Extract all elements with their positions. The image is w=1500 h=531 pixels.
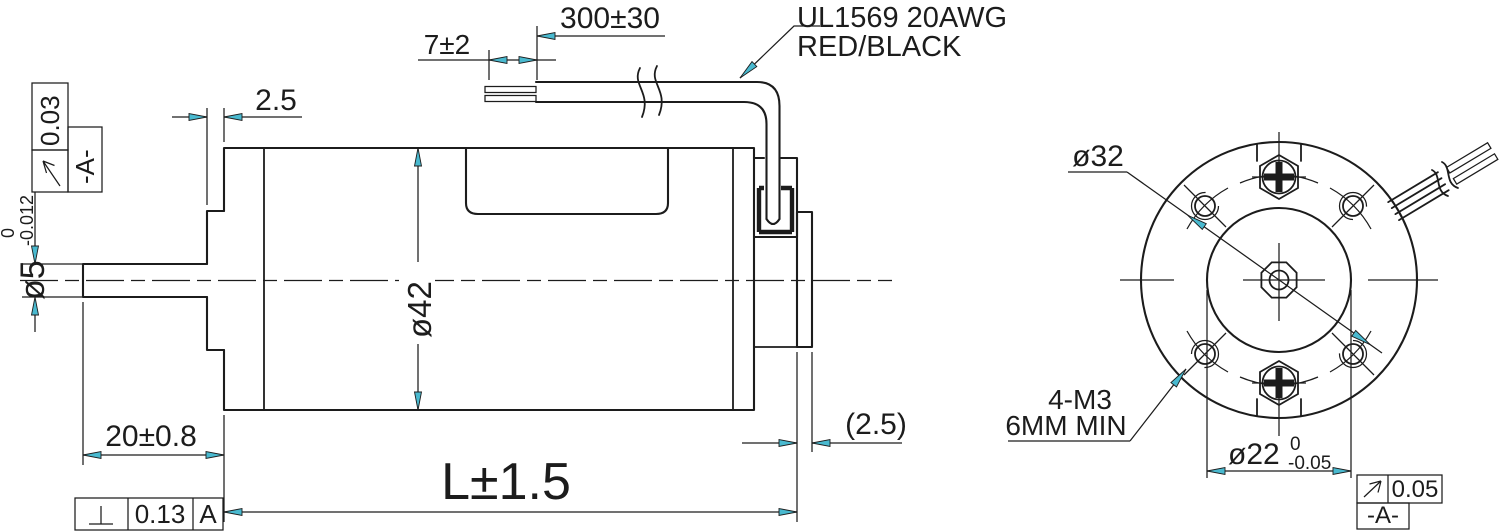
body-outer-circle xyxy=(1139,140,1419,420)
phillips-icon xyxy=(1264,368,1294,398)
dim-lead-length: 300±30 xyxy=(536,2,665,41)
holes-label: 4-M3 6MM MIN xyxy=(1005,368,1187,442)
wire-conductor-tip xyxy=(484,94,537,103)
shaft-runout-value: 0.03 xyxy=(35,95,65,146)
dim-body-diameter: ø42 xyxy=(399,147,438,411)
m3-hole xyxy=(1331,184,1375,228)
wire-conductor-tip xyxy=(1445,141,1492,174)
dim-bolt-circle-label: ø32 xyxy=(1072,140,1124,173)
dim-strip-length-label: 7±2 xyxy=(424,29,471,60)
m3-hole xyxy=(1183,184,1227,228)
dim-rear-boss-label: (2.5) xyxy=(845,408,907,441)
shaft-runout-datum: -A- xyxy=(70,149,100,184)
shaft-tol-lower: -0.012 xyxy=(17,195,37,246)
lead-spec-label: UL1569 20AWG RED/BLACK xyxy=(739,2,1007,79)
dim-overall-length: L±1.5 xyxy=(223,352,798,522)
label-window xyxy=(464,146,670,216)
face-perp-datum: A xyxy=(199,499,217,529)
shaft-tol-upper: 0 xyxy=(0,228,18,238)
dim-body-diameter-label: ø42 xyxy=(401,281,438,338)
face-perp-value: 0.13 xyxy=(135,499,186,529)
lead-spec-line2: RED/BLACK xyxy=(797,31,962,63)
pilot-tol-upper: 0 xyxy=(1290,434,1301,455)
dim-lead-length-label: 300±30 xyxy=(560,2,660,35)
dim-shaft-protrusion: 20±0.8 xyxy=(82,302,225,522)
wire-conductor-tip xyxy=(484,85,537,94)
assembly-screw xyxy=(1256,143,1302,201)
perpendicularity-icon xyxy=(89,506,113,525)
m3-hole xyxy=(1183,332,1227,376)
pilot-runout-datum: -A- xyxy=(1367,502,1399,529)
side-view: 2.5 7±2 300±30 UL1569 20AWG RED/BLACK xyxy=(0,2,1007,531)
wire-break-icon xyxy=(1431,161,1459,197)
lead-wire xyxy=(484,65,781,226)
terminal-block xyxy=(752,156,799,239)
dim-shaft-diameter: ø5 0 -0.012 xyxy=(0,192,83,332)
shaft-dia-label: ø5 xyxy=(14,260,52,300)
dim-strip-length: 7±2 xyxy=(418,26,556,80)
dim-pilot-diameter: ø22 0 -0.05 xyxy=(1206,290,1352,478)
dim-boss-thickness-label: 2.5 xyxy=(255,84,297,117)
runout-icon xyxy=(1363,480,1382,498)
pilot-runout-fcf: 0.05 -A- xyxy=(1356,474,1443,530)
phillips-icon xyxy=(1264,162,1294,192)
wire-break-icon xyxy=(636,65,663,118)
face-perpendicularity-fcf: 0.13 A xyxy=(74,497,224,531)
runout-icon xyxy=(42,160,61,187)
dim-boss-thickness: 2.5 xyxy=(172,84,302,205)
motor-body xyxy=(222,146,798,412)
shaft-runout-fcf: 0.03 -A- xyxy=(31,82,103,193)
wire-conductor-tip xyxy=(1452,152,1499,185)
pilot-tol-lower: -0.05 xyxy=(1288,453,1331,474)
dim-shaft-protrusion-label: 20±0.8 xyxy=(105,420,197,453)
front-lead-wires xyxy=(1387,141,1499,221)
center-shaft-boss xyxy=(1260,261,1298,299)
m3-hole xyxy=(1331,332,1375,376)
motor-shaft xyxy=(81,262,209,299)
assembly-screw xyxy=(1256,359,1302,417)
front-view: ø32 4-M3 6MM MIN ø22 0 -0.05 0.05 xyxy=(1005,132,1499,530)
rear-bearing-boss xyxy=(795,210,814,349)
dim-rear-boss: (2.5) xyxy=(742,352,907,452)
dim-bolt-circle: ø32 xyxy=(1068,140,1383,354)
pilot-dia-label: ø22 xyxy=(1228,438,1280,471)
holes-label-line1: 4-M3 xyxy=(1048,384,1112,415)
front-pilot-boss xyxy=(205,209,226,352)
pilot-runout-value: 0.05 xyxy=(1392,476,1439,503)
holes-label-line2: 6MM MIN xyxy=(1005,410,1126,441)
pilot-boss-circle xyxy=(1205,206,1353,354)
dim-overall-length-label: L±1.5 xyxy=(441,453,571,511)
lead-spec-line1: UL1569 20AWG xyxy=(797,2,1007,34)
